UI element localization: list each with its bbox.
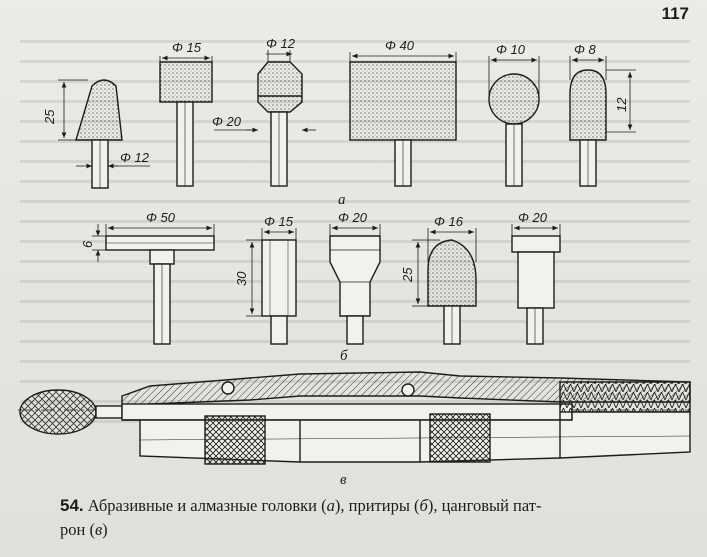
lap-disc (105, 235, 215, 345)
dim-b-p2-diam: Φ 15 (264, 214, 294, 229)
dim-a-h3-top: Φ 12 (266, 36, 296, 51)
dim-a-h6-diam: Φ 8 (574, 42, 596, 57)
dim-b-p1-thick: 6 (80, 240, 95, 248)
dim-a-h4-diam: Φ 40 (385, 38, 415, 53)
panel-label-c: в (340, 472, 347, 488)
abrasive-head-stepped (257, 61, 303, 187)
lap-stepped (511, 235, 561, 345)
dim-a-h5-diam: Φ 10 (496, 42, 526, 57)
abrasive-head-large-cylinder (349, 61, 457, 187)
dim-a-h1-height: 25 (42, 109, 57, 125)
figure-number: 54. (60, 496, 84, 515)
panel-label-a: а (338, 192, 346, 208)
abrasive-head-cylinder (159, 61, 213, 187)
dim-a-h6-height: 12 (614, 97, 629, 112)
dim-a-h3-mid: Φ 20 (212, 114, 242, 129)
figure-caption: 54. Абразивные и алмазные головки (а), п… (60, 496, 542, 539)
dim-b-p2-height: 30 (234, 271, 249, 286)
collet-chuck (18, 371, 691, 465)
dim-b-p3-diam: Φ 20 (338, 210, 368, 225)
dim-a-h1-shank: Φ 12 (120, 150, 150, 165)
lap-tapered (329, 235, 381, 345)
dim-b-p5-diam: Φ 20 (518, 210, 548, 225)
abrasive-head-ball (488, 73, 540, 187)
figure-54-drawing: 25 Φ 12 Φ 15 Φ 12 Φ 20 Φ 40 Φ 10 Φ 8 12 … (18, 36, 691, 488)
panel-label-b: б (340, 348, 348, 364)
lap-cylinder (261, 239, 297, 345)
page-number: 117 (661, 4, 689, 23)
dim-b-p4-diam: Φ 16 (434, 214, 464, 229)
lap-bullet (427, 239, 477, 345)
dim-b-p1-diam: Φ 50 (146, 210, 176, 225)
abrasive-head-cone (75, 79, 123, 189)
abrasive-head-bullet (569, 69, 607, 187)
dim-b-p4-height: 25 (400, 267, 415, 283)
dim-a-h2-diam: Φ 15 (172, 40, 202, 55)
